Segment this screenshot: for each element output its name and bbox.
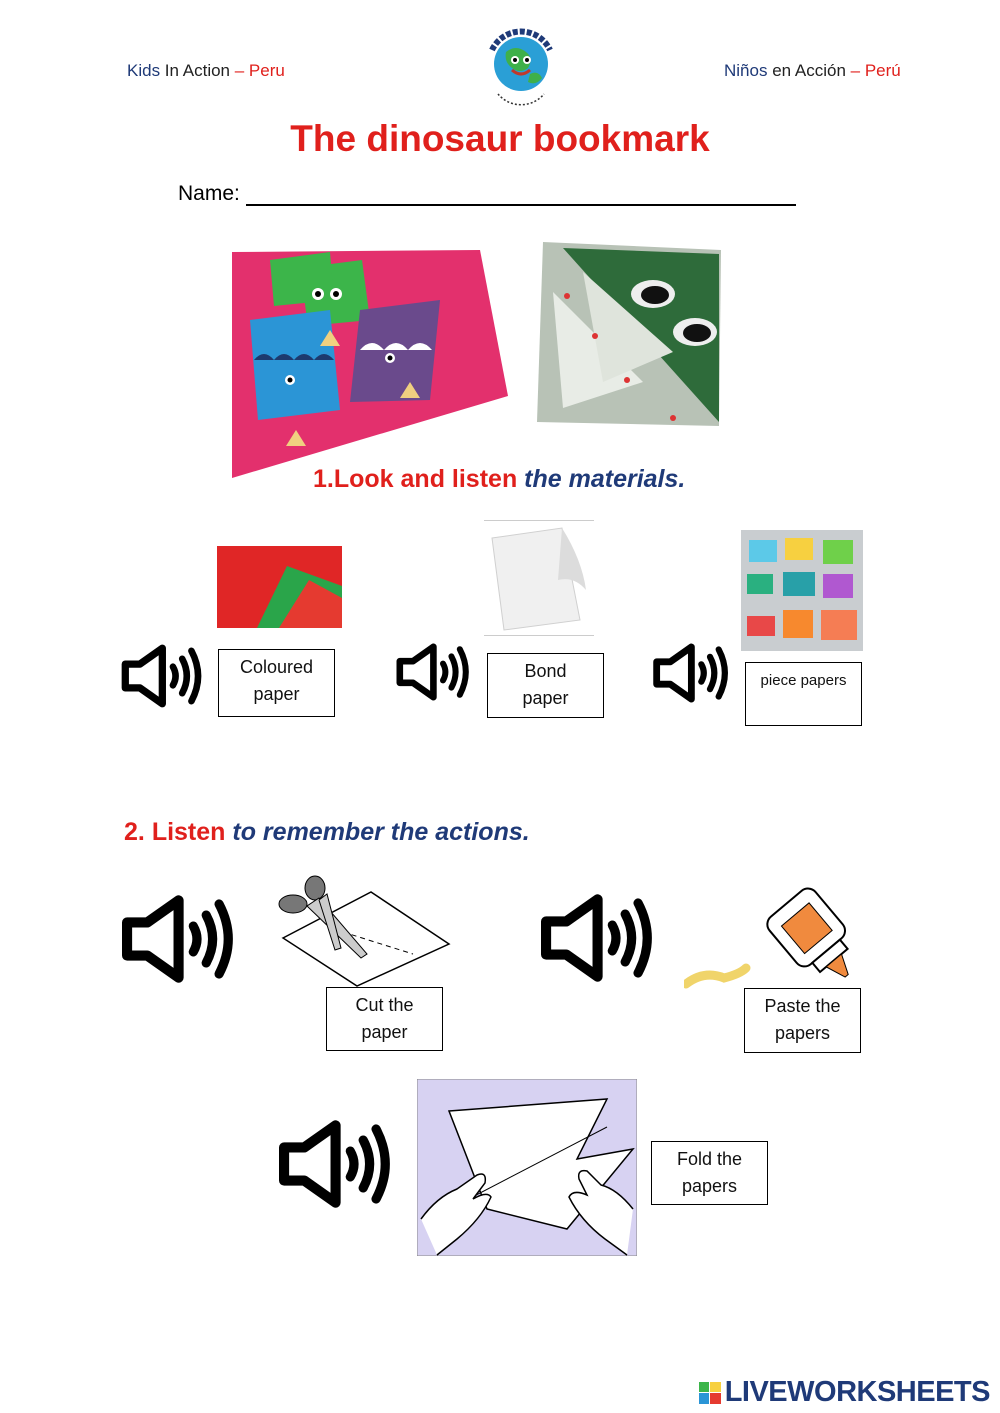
name-row: Name: bbox=[178, 182, 796, 206]
name-label: Name: bbox=[178, 182, 240, 205]
header-right: Niños en Acción – Perú bbox=[724, 61, 901, 81]
section1-heading: 1.Look and listen the materials. bbox=[313, 465, 685, 494]
header-right-peru: Perú bbox=[864, 61, 901, 80]
label-piece-papers: piece papers bbox=[745, 662, 862, 726]
speaker-icon[interactable] bbox=[120, 642, 206, 710]
header-right-ninos: Niños bbox=[724, 61, 768, 80]
label-line: paper bbox=[522, 688, 569, 708]
section2-rest: to remember the actions. bbox=[232, 818, 530, 846]
label-line: Paste the bbox=[764, 996, 841, 1016]
header-left-inaction: In Action bbox=[160, 61, 231, 80]
footer-brand[interactable]: LIVEWORKSHEETS bbox=[698, 1376, 991, 1409]
section2-lead: Listen bbox=[151, 818, 226, 846]
piece-papers-image bbox=[741, 530, 863, 651]
section1-number: 1. bbox=[313, 465, 334, 493]
liveworksheets-logo-icon bbox=[698, 1381, 721, 1404]
label-line: Coloured bbox=[239, 657, 314, 677]
bookmark-photo-2 bbox=[523, 232, 723, 428]
section1-lead: Look and listen bbox=[333, 465, 518, 493]
section1-rest: the materials. bbox=[524, 465, 686, 493]
scissors-icon bbox=[273, 874, 451, 988]
section2-number: 2. bbox=[124, 818, 145, 846]
header-left-kids: Kids bbox=[127, 61, 161, 80]
glue-bottle-icon bbox=[681, 878, 856, 996]
header-right-sep: – bbox=[845, 61, 865, 80]
label-line: Cut the bbox=[355, 995, 414, 1015]
label-line: Bond bbox=[524, 661, 567, 681]
header-left-sep: – bbox=[230, 61, 249, 80]
label-line: papers bbox=[774, 1023, 831, 1043]
speaker-icon[interactable] bbox=[390, 642, 478, 702]
speaker-icon[interactable] bbox=[270, 1118, 403, 1210]
speaker-icon[interactable] bbox=[648, 642, 736, 704]
header-left-peru: Peru bbox=[248, 61, 285, 80]
label-line: papers bbox=[681, 1176, 738, 1196]
header-right-enaccion: en Acción bbox=[767, 61, 846, 80]
coloured-paper-image bbox=[217, 546, 342, 628]
label-bond-paper: Bond paper bbox=[487, 653, 604, 718]
fold-paper-image bbox=[416, 1078, 638, 1257]
bond-paper-image bbox=[484, 520, 594, 636]
name-input-line[interactable] bbox=[245, 184, 796, 206]
footer-brand-text: LIVEWORKSHEETS bbox=[724, 1376, 991, 1408]
header-left: Kids In Action – Peru bbox=[127, 61, 285, 81]
speaker-icon[interactable] bbox=[113, 893, 246, 985]
label-line: piece papers bbox=[760, 672, 847, 689]
logo-globe-icon bbox=[478, 22, 564, 106]
label-coloured-paper: Coloured paper bbox=[218, 649, 335, 717]
label-line: paper bbox=[361, 1022, 408, 1042]
label-fold-papers: Fold the papers bbox=[651, 1141, 768, 1205]
section2-heading: 2. Listen to remember the actions. bbox=[124, 818, 530, 847]
bookmark-photo-1 bbox=[230, 250, 510, 480]
page-title: The dinosaur bookmark bbox=[290, 118, 710, 159]
label-line: paper bbox=[253, 684, 300, 704]
label-paste-papers: Paste the papers bbox=[744, 988, 861, 1053]
label-line: Fold the bbox=[676, 1149, 743, 1169]
label-cut-paper: Cut the paper bbox=[326, 987, 443, 1051]
speaker-icon[interactable] bbox=[532, 892, 665, 984]
